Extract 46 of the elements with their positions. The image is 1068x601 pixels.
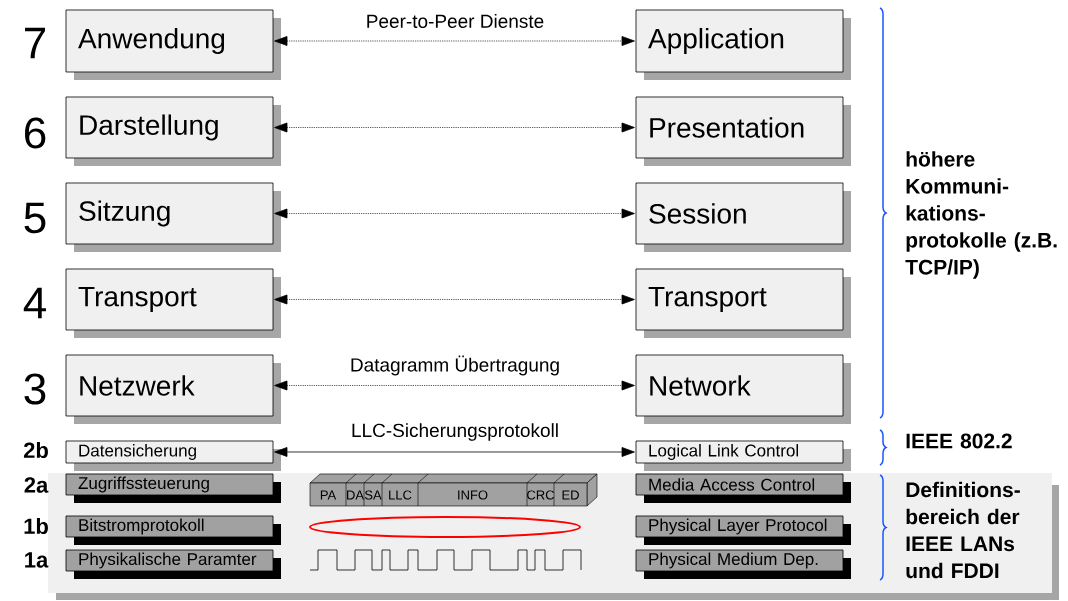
frame-field: ED bbox=[562, 490, 579, 500]
layer-box: Netzwerk bbox=[65, 354, 281, 424]
layer-box: Physical Medium Dep. bbox=[635, 549, 851, 579]
bracket-note: Definitions- bereich der IEEE LANs und FDDI bbox=[906, 481, 1020, 579]
arrow bbox=[274, 208, 635, 219]
edge-label: LLC-Sicherungsprotokoll bbox=[350, 422, 561, 442]
layer-number: 7 bbox=[25, 27, 46, 59]
layer-box: Bitstromprotokoll bbox=[65, 515, 281, 545]
layer-number: 1b bbox=[24, 517, 48, 535]
layer-box: Darstellung bbox=[65, 96, 281, 166]
frame-field: PA bbox=[320, 490, 337, 500]
edge-label: Datagramm Übertragung bbox=[348, 354, 562, 377]
frame-field: INFO bbox=[458, 490, 488, 500]
layer-box: Sitzung bbox=[65, 182, 281, 252]
bracket-note: höhere Kommuni- kations- protokolle (z.B. TCP/IP) bbox=[905, 151, 1057, 279]
layer-box: Transport bbox=[65, 268, 281, 338]
layer-box: Logical Link Control bbox=[635, 440, 851, 471]
layer-box: Transport bbox=[635, 268, 851, 338]
frame-field: LLC bbox=[389, 490, 412, 500]
arrow bbox=[274, 122, 635, 133]
layer-number: 2b bbox=[23, 441, 48, 459]
arrow bbox=[274, 294, 635, 305]
layer-number: 4 bbox=[23, 287, 46, 319]
bracket-note: IEEE 802.2 bbox=[906, 433, 1012, 449]
layer-box: Anwendung bbox=[65, 9, 281, 80]
layer-box: Application bbox=[635, 9, 851, 80]
frame-field: SA bbox=[364, 490, 382, 500]
layer-box: Network bbox=[635, 354, 851, 424]
frame-field: DA bbox=[347, 490, 364, 500]
layer-box: Session bbox=[635, 182, 851, 252]
edge-label: Peer-to-Peer Dienste bbox=[364, 13, 546, 29]
layer-number: 5 bbox=[24, 202, 46, 234]
layer-box: Datensicherung bbox=[65, 440, 281, 471]
layer-number: 3 bbox=[24, 373, 46, 405]
layer-box: Presentation bbox=[635, 96, 851, 166]
arrow bbox=[274, 447, 635, 457]
layer-number: 6 bbox=[25, 117, 46, 149]
layer-box: Physikalische Paramter bbox=[65, 549, 281, 579]
layer-box: Physical Layer Protocol bbox=[635, 515, 851, 545]
arrow bbox=[274, 380, 635, 391]
layer-number: 2a bbox=[24, 477, 49, 493]
frame-field: CRC bbox=[527, 490, 555, 500]
layer-box: Zugriffssteuerung bbox=[65, 473, 281, 503]
arrow bbox=[274, 36, 635, 46]
layer-box: Media Access Control bbox=[635, 473, 851, 503]
layer-number: 1a bbox=[25, 552, 49, 568]
